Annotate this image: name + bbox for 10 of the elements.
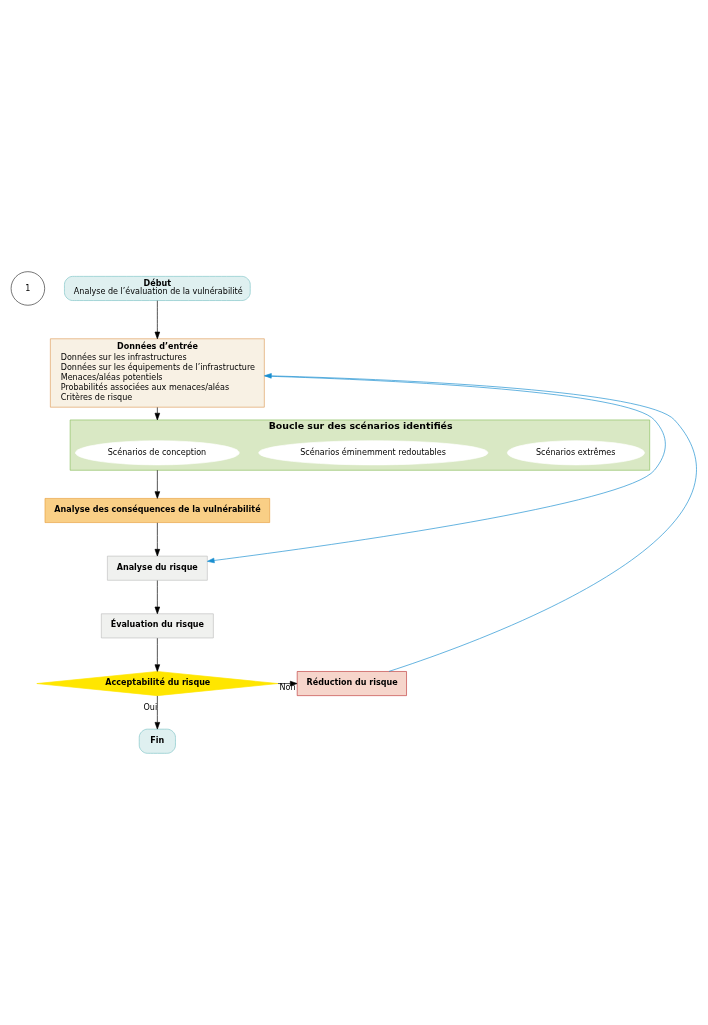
arrow bbox=[154, 637, 161, 672]
arrow bbox=[154, 522, 161, 557]
arrow bbox=[154, 407, 161, 421]
arrow bbox=[154, 469, 161, 499]
arrow bbox=[154, 300, 161, 340]
arrow bbox=[264, 373, 697, 672]
arrow bbox=[154, 695, 161, 730]
arrow bbox=[277, 680, 298, 687]
arrow bbox=[207, 375, 666, 564]
arrow bbox=[154, 580, 161, 615]
